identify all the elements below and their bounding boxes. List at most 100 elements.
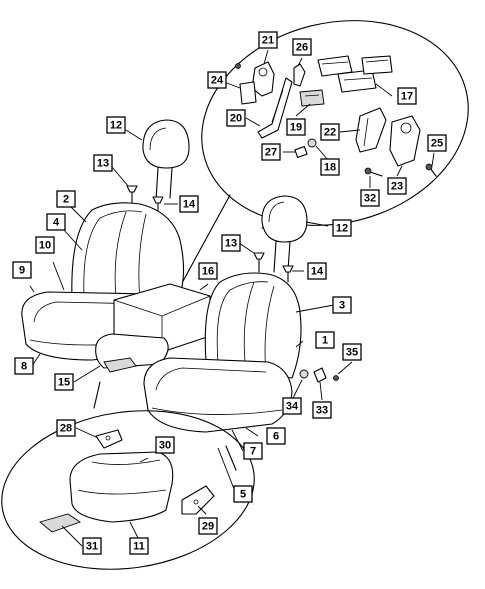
callout-box — [243, 442, 263, 460]
callout-number: 14 — [183, 199, 196, 211]
callout-box — [82, 537, 102, 555]
callout-box — [198, 262, 218, 280]
callout-14b: 14 — [307, 262, 327, 280]
callout-box — [233, 485, 253, 503]
callout-2: 2 — [56, 190, 76, 208]
callout-number: 13 — [97, 158, 109, 170]
callout-5: 5 — [233, 485, 253, 503]
callout-number: 28 — [60, 423, 72, 435]
callout-17: 17 — [397, 87, 417, 105]
callout-number: 15 — [58, 377, 70, 389]
callout-31: 31 — [82, 537, 102, 555]
callout-number: 17 — [401, 91, 413, 103]
callout-24: 24 — [207, 71, 227, 89]
callout-32: 32 — [360, 189, 380, 207]
callout-box — [93, 154, 113, 172]
callout-number: 26 — [296, 42, 308, 54]
callout-number: 32 — [364, 193, 376, 205]
callout-box — [179, 195, 199, 213]
callout-1: 1 — [315, 331, 335, 349]
callout-number: 16 — [202, 266, 214, 278]
callout-number: 29 — [202, 521, 214, 533]
callout-23: 23 — [387, 177, 407, 195]
callout-13b: 13 — [221, 234, 241, 252]
callout-box — [332, 219, 352, 237]
callout-box — [198, 517, 218, 535]
callout-35: 35 — [342, 343, 362, 361]
callout-box — [12, 261, 32, 279]
callout-box — [282, 397, 302, 415]
callout-16: 16 — [198, 262, 218, 280]
callout-number: 13 — [225, 238, 237, 250]
callout-box — [35, 236, 55, 254]
callout-box — [221, 234, 241, 252]
callout-box — [315, 331, 335, 349]
callout-number: 10 — [39, 240, 51, 252]
callout-box — [360, 189, 380, 207]
callout-number: 3 — [339, 300, 345, 312]
callout-box — [226, 109, 246, 127]
callout-number: 9 — [19, 265, 25, 277]
callout-box — [342, 343, 362, 361]
callout-box — [261, 143, 281, 161]
callout-30: 30 — [155, 436, 175, 454]
callout-number: 25 — [431, 138, 443, 150]
callout-number: 8 — [21, 361, 27, 373]
callout-box — [258, 31, 278, 49]
callout-box — [207, 71, 227, 89]
right-headrest — [253, 195, 308, 283]
callout-number: 22 — [324, 127, 336, 139]
callout-number: 5 — [240, 489, 246, 501]
callout-box — [387, 177, 407, 195]
leader-lines — [29, 49, 435, 547]
callout-25: 25 — [427, 134, 447, 152]
callout-13a: 13 — [93, 154, 113, 172]
callout-box — [427, 134, 447, 152]
callout-12a: 12 — [106, 116, 126, 134]
callout-box — [54, 373, 74, 391]
cushion-detail-inset — [1, 410, 255, 570]
callout-18: 18 — [320, 158, 340, 176]
seat-hardware — [299, 367, 339, 383]
callout-number: 30 — [159, 440, 171, 452]
callout-number: 11 — [133, 541, 145, 553]
callout-number: 31 — [86, 541, 98, 553]
callout-box — [332, 296, 352, 314]
callout-number: 23 — [391, 181, 403, 193]
callout-34: 34 — [282, 397, 302, 415]
callout-number: 1 — [322, 335, 328, 347]
right-seat — [143, 272, 302, 433]
callout-number: 14 — [311, 266, 324, 278]
callout-29: 29 — [198, 517, 218, 535]
callout-3: 3 — [332, 296, 352, 314]
callout-28: 28 — [56, 419, 76, 437]
callout-21: 21 — [258, 31, 278, 49]
callout-number: 6 — [273, 431, 279, 443]
callout-box — [307, 262, 327, 280]
callout-number: 24 — [211, 75, 224, 87]
callout-box — [46, 213, 66, 231]
callout-box — [320, 158, 340, 176]
callout-9: 9 — [12, 261, 32, 279]
center-armrest — [95, 283, 211, 373]
callout-12b: 12 — [332, 219, 352, 237]
callout-number: 12 — [110, 120, 122, 132]
callout-labels: 1234567891011121213131414151617181920212… — [12, 31, 447, 555]
callout-number: 19 — [290, 122, 302, 134]
callout-box — [312, 401, 332, 419]
callout-number: 7 — [250, 446, 256, 458]
callout-8: 8 — [14, 357, 34, 375]
callout-number: 2 — [63, 194, 69, 206]
callout-number: 21 — [262, 35, 274, 47]
callout-box — [14, 357, 34, 375]
callout-number: 18 — [324, 162, 336, 174]
callout-26: 26 — [292, 38, 312, 56]
callout-7: 7 — [243, 442, 263, 460]
callout-number: 20 — [230, 113, 242, 125]
callout-box — [292, 38, 312, 56]
callout-4: 4 — [46, 213, 66, 231]
callout-box — [129, 537, 149, 555]
callout-number: 12 — [336, 223, 348, 235]
callout-15: 15 — [54, 373, 74, 391]
